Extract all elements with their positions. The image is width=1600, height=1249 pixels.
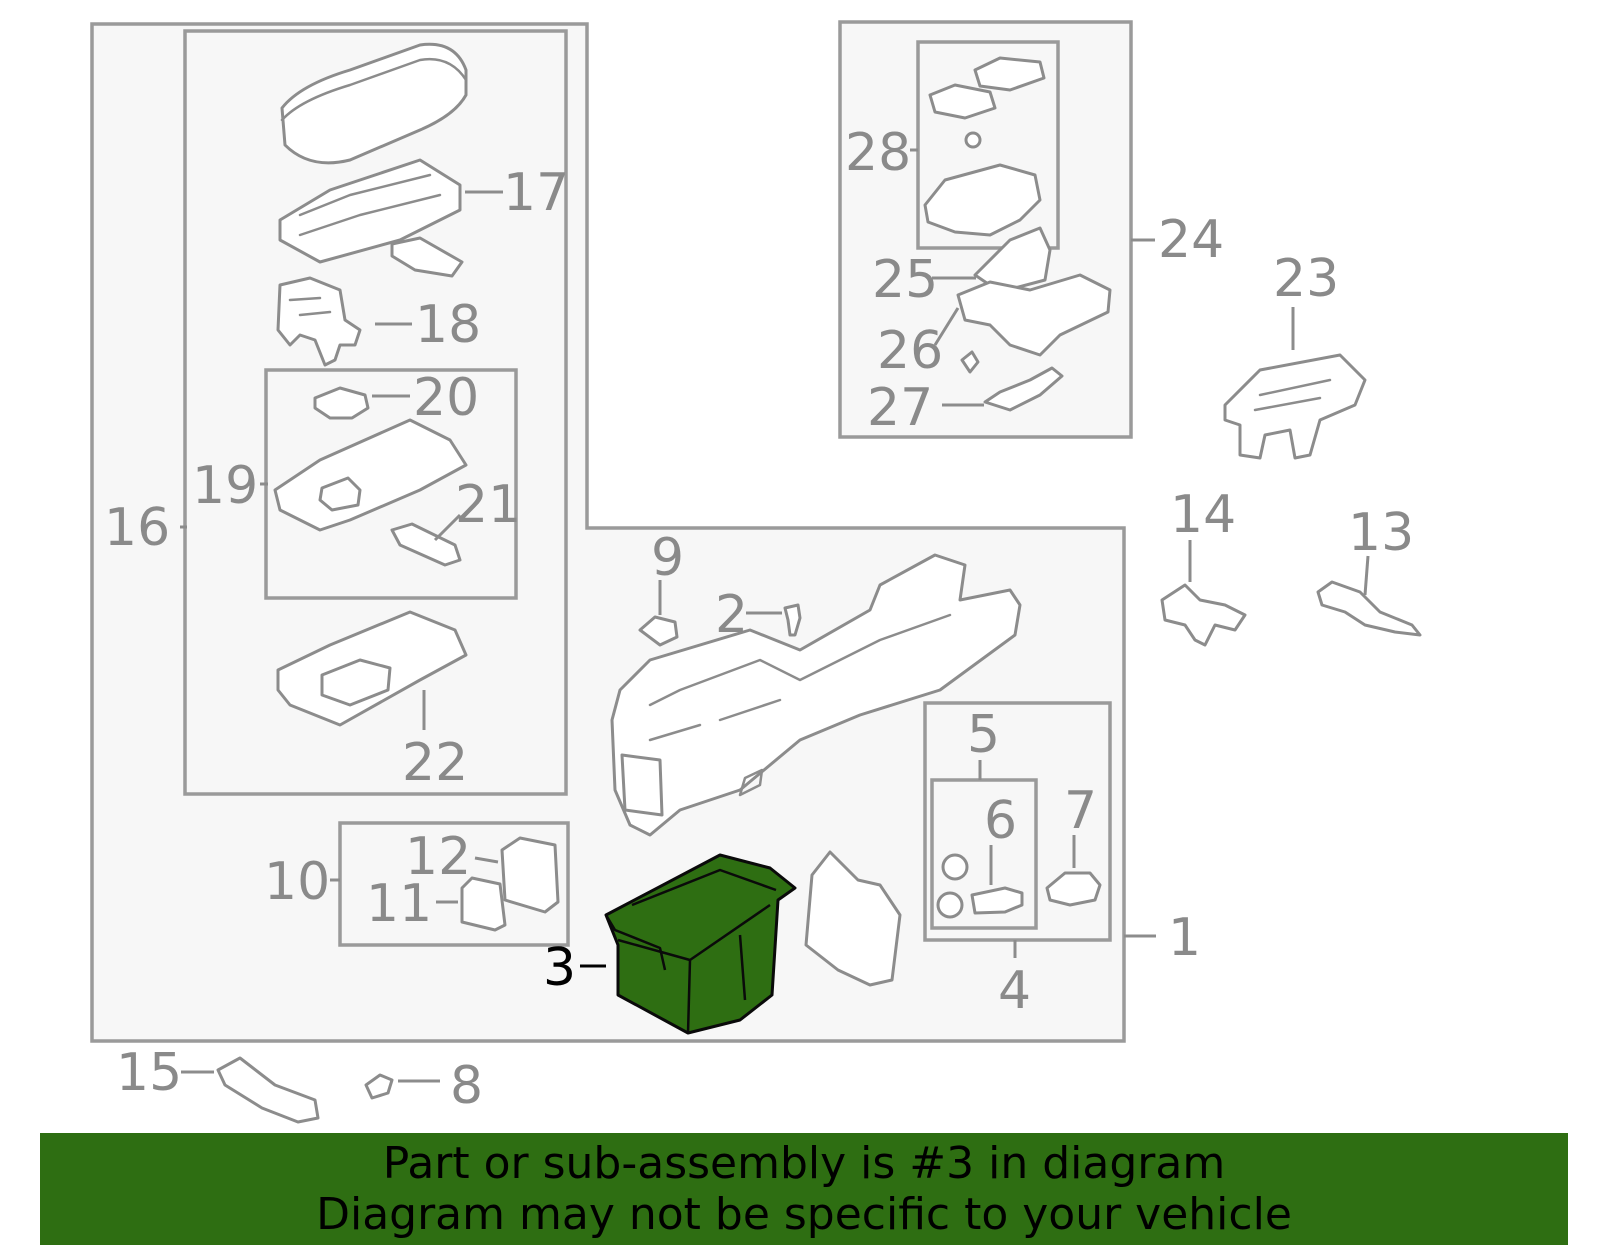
part-27-drawing — [983, 366, 1064, 412]
callout-10: 10 — [264, 852, 330, 912]
part-11-drawing — [460, 876, 507, 932]
callout-25: 25 — [872, 250, 938, 310]
part-19-drawing — [273, 418, 468, 532]
part-18-drawing — [276, 276, 362, 367]
leader-lines — [180, 148, 1370, 1083]
part-21-drawing — [390, 522, 462, 567]
part-7-drawing — [1045, 871, 1102, 907]
part-14-drawing — [1160, 583, 1247, 647]
part-6-drawing — [936, 853, 1024, 919]
callout-18: 18 — [415, 295, 481, 355]
callout-3: 3 — [543, 938, 576, 998]
callout-27: 27 — [867, 378, 933, 438]
part-2-drawing — [783, 603, 802, 637]
console-body-part — [610, 553, 1022, 837]
part-8-drawing — [364, 1073, 394, 1100]
callout-4: 4 — [998, 961, 1031, 1021]
callout-28: 28 — [845, 123, 911, 183]
part-23-drawing — [1223, 353, 1367, 460]
callout-19: 19 — [192, 456, 258, 516]
callout-14: 14 — [1170, 485, 1236, 545]
part-3-highlighted — [604, 853, 797, 1035]
callout-5: 5 — [967, 705, 1000, 765]
part-15-drawing — [216, 1056, 320, 1124]
bezel-part — [804, 850, 902, 987]
callout-23: 23 — [1273, 249, 1339, 309]
callout-6: 6 — [984, 791, 1017, 851]
banner-line-1: Part or sub-assembly is #3 in diagram — [382, 1138, 1226, 1189]
callout-7: 7 — [1064, 781, 1097, 841]
callout-12: 12 — [405, 827, 471, 887]
part-26-drawing — [956, 273, 1112, 357]
callout-26: 26 — [877, 321, 943, 381]
callout-11: 11 — [366, 874, 432, 934]
callout-21: 21 — [455, 475, 521, 535]
armrest-pad-part — [280, 42, 468, 165]
callout-9: 9 — [651, 528, 684, 588]
callout-15: 15 — [116, 1043, 182, 1103]
callout-22: 22 — [402, 733, 468, 793]
part-28-drawing — [923, 56, 1046, 237]
part-9-drawing — [638, 615, 679, 647]
part-12-drawing — [500, 836, 560, 914]
part-17-drawing — [278, 158, 464, 278]
callout-24: 24 — [1158, 210, 1224, 270]
part-13-drawing — [1316, 580, 1422, 637]
callout-20: 20 — [413, 368, 479, 428]
callout-8: 8 — [450, 1056, 483, 1116]
part-20-drawing — [313, 386, 370, 420]
part-26b-drawing — [960, 350, 980, 374]
callout-16: 16 — [104, 498, 170, 558]
callout-13: 13 — [1348, 503, 1414, 563]
callout-17: 17 — [503, 163, 569, 223]
banner-line-2: Diagram may not be specific to your vehi… — [316, 1189, 1292, 1240]
callout-1: 1 — [1168, 908, 1201, 968]
callout-2: 2 — [715, 585, 748, 645]
info-banner: Part or sub-assembly is #3 in diagram Di… — [40, 1133, 1568, 1245]
part-22-drawing — [276, 610, 468, 727]
